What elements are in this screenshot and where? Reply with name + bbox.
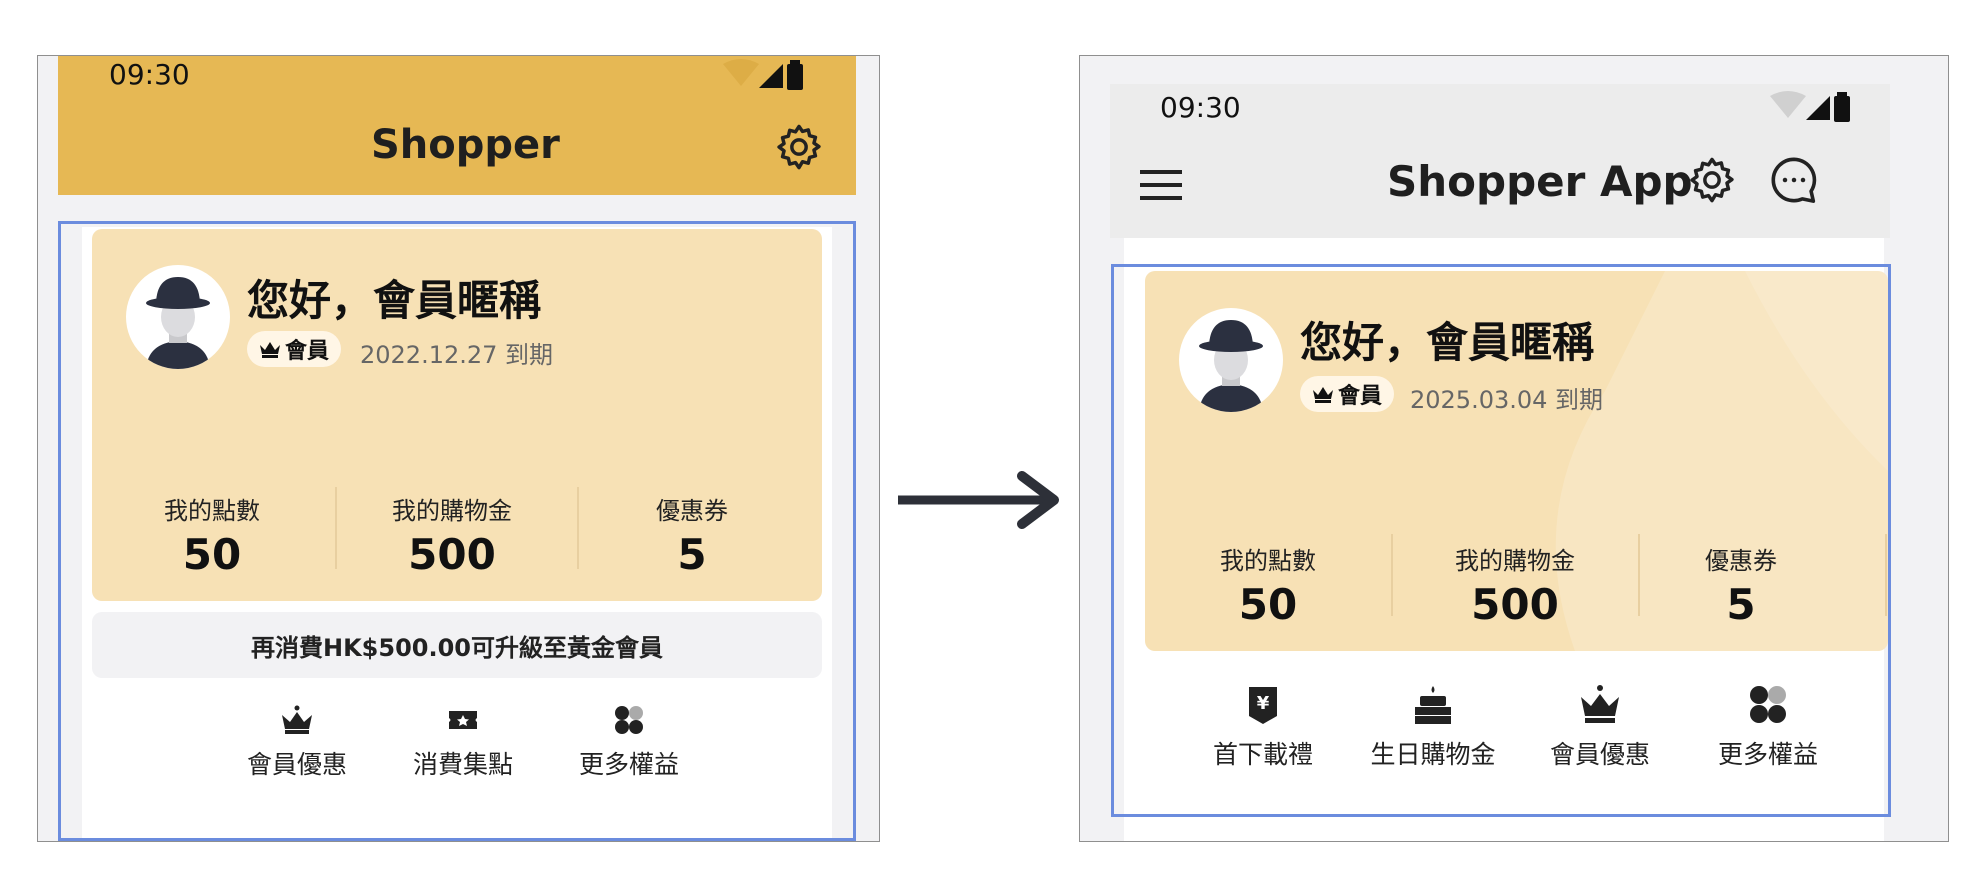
quick-link-more-benefits[interactable]: 更多權益 bbox=[569, 705, 689, 781]
stat-value: 5 bbox=[677, 530, 707, 579]
stat-value: 500 bbox=[1471, 580, 1559, 629]
stat-value: 50 bbox=[182, 530, 242, 579]
stat-divider bbox=[1391, 534, 1393, 616]
stat-points[interactable]: 我的點數 50 bbox=[1188, 541, 1348, 629]
status-icons bbox=[723, 56, 803, 96]
avatar bbox=[1179, 308, 1283, 412]
stat-label: 優惠券 bbox=[1705, 547, 1777, 575]
quick-link-label: 消費集點 bbox=[412, 750, 513, 779]
stat-credit[interactable]: 我的購物金 500 bbox=[1415, 541, 1615, 629]
greeting: 您好，會員暱稱 bbox=[1300, 318, 1595, 367]
tier-badge: 會員 bbox=[247, 331, 342, 367]
quick-link-first-download-gift[interactable]: ¥ 首下載禮 bbox=[1198, 685, 1328, 771]
quick-link-label: 首下載禮 bbox=[1212, 740, 1313, 769]
stat-label: 我的購物金 bbox=[392, 497, 512, 525]
gear-icon[interactable] bbox=[773, 121, 825, 177]
chat-bubble-icon[interactable] bbox=[1767, 153, 1821, 211]
crown-icon bbox=[1581, 685, 1619, 723]
birthday-cake-icon bbox=[1415, 686, 1451, 724]
tier-badge: 會員 bbox=[1300, 376, 1395, 412]
phone-after: 09:30 Shopper App bbox=[1079, 55, 1949, 842]
expiry-date: 2025.03.04 到期 bbox=[1410, 386, 1604, 414]
stat-label: 我的點數 bbox=[1220, 547, 1316, 575]
stat-label: 我的購物金 bbox=[1455, 547, 1575, 575]
yen-bookmark-icon: ¥ bbox=[1249, 687, 1277, 724]
stat-credit[interactable]: 我的購物金 500 bbox=[352, 491, 552, 579]
status-time: 09:30 bbox=[109, 58, 190, 91]
stat-label: 優惠券 bbox=[656, 497, 728, 525]
gear-icon[interactable] bbox=[1686, 154, 1738, 210]
ticket-icon bbox=[449, 711, 477, 729]
highlight-box bbox=[58, 221, 856, 841]
app-title: Shopper App bbox=[1387, 157, 1693, 206]
stat-divider bbox=[335, 487, 337, 569]
member-card[interactable]: 您好，會員暱稱 會員 2022.12.27 到期 我的點數 50 我的購物金 5… bbox=[92, 229, 822, 601]
stat-divider bbox=[1638, 534, 1640, 616]
expiry-date: 2022.12.27 到期 bbox=[360, 341, 554, 369]
app-title: Shopper bbox=[371, 122, 560, 168]
crown-icon bbox=[282, 705, 312, 734]
header-bar: 09:30 Shopper bbox=[58, 56, 856, 195]
member-card[interactable]: 您好，會員暱稱 會員 2025.03.04 到期 我的點數 50 我的購物金 5… bbox=[1145, 271, 1888, 651]
clover-icon bbox=[615, 706, 643, 734]
quick-link-collect-points[interactable]: 消費集點 bbox=[403, 705, 523, 781]
highlight-box bbox=[1111, 264, 1891, 817]
quick-link-label: 生日購物金 bbox=[1370, 740, 1496, 769]
tier-label: 會員 bbox=[1338, 384, 1383, 409]
clover-icon bbox=[1750, 686, 1786, 723]
stat-divider bbox=[577, 487, 579, 569]
avatar bbox=[126, 265, 230, 369]
quick-link-more-benefits[interactable]: 更多權益 bbox=[1703, 685, 1833, 771]
stat-label: 我的點數 bbox=[164, 497, 260, 525]
quick-link-label: 會員優惠 bbox=[1549, 740, 1650, 769]
greeting: 您好，會員暱稱 bbox=[247, 276, 542, 325]
stat-coupons[interactable]: 優惠券 5 bbox=[1661, 541, 1821, 629]
quick-link-member-offers[interactable]: 會員優惠 bbox=[237, 705, 357, 781]
quick-link-label: 更多權益 bbox=[578, 750, 679, 779]
stat-value: 50 bbox=[1238, 580, 1298, 629]
tier-label: 會員 bbox=[285, 339, 330, 364]
status-icons bbox=[1770, 88, 1850, 128]
phone-before: 09:30 Shopper bbox=[37, 55, 880, 842]
quick-link-birthday-credit[interactable]: 生日購物金 bbox=[1358, 685, 1508, 771]
quick-link-label: 會員優惠 bbox=[246, 750, 347, 779]
header-bar: 09:30 Shopper App bbox=[1110, 84, 1890, 238]
quick-link-label: 更多權益 bbox=[1717, 740, 1818, 769]
status-time: 09:30 bbox=[1160, 91, 1241, 124]
svg-text:¥: ¥ bbox=[1257, 693, 1270, 714]
crown-icon bbox=[260, 342, 280, 358]
stat-value: 5 bbox=[1726, 580, 1756, 629]
stat-value: 500 bbox=[408, 530, 496, 579]
arrow-right-icon bbox=[898, 471, 1059, 529]
stat-coupons[interactable]: 優惠券 5 bbox=[612, 491, 772, 579]
upgrade-notice[interactable]: 再消費HK$500.00可升級至黃金會員 bbox=[92, 612, 822, 678]
quick-link-member-offers[interactable]: 會員優惠 bbox=[1535, 685, 1665, 771]
stat-points[interactable]: 我的點數 50 bbox=[132, 491, 292, 579]
hamburger-menu-icon[interactable] bbox=[1140, 168, 1182, 206]
stat-divider bbox=[1885, 534, 1887, 616]
crown-icon bbox=[1313, 387, 1333, 403]
